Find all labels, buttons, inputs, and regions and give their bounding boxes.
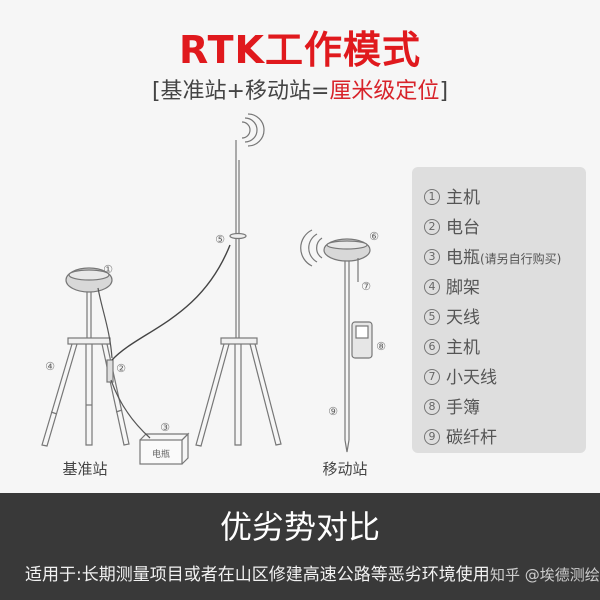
page-subtitle: [基准站+移动站=厘米级定位]	[0, 78, 600, 106]
battery-label: 电瓶	[152, 448, 170, 460]
callout-9: ⑨	[328, 405, 338, 418]
rtk-diagram: ① ② ③ ④ ⑤ ⑥ ⑦ ⑧ ⑨ 电瓶 基准站 移动站	[41, 113, 386, 478]
legend-note: (请另自行购买)	[480, 252, 562, 266]
base-receiver-icon	[65, 267, 113, 293]
subtitle-bracket-open: [	[151, 79, 161, 104]
callout-7: ⑦	[361, 280, 371, 293]
radio-icon	[106, 359, 114, 383]
callout-3: ③	[160, 421, 170, 434]
watermark: 知乎 @埃德测绘	[490, 566, 600, 584]
rover-label: 移动站	[322, 460, 367, 478]
footer-description: 适用于:长期测量项目或者在山区修建高速公路等恶劣环境使用	[25, 565, 490, 585]
footer-title: 优劣势对比	[219, 508, 380, 546]
base-tripod-icon	[41, 290, 130, 447]
subtitle-bracket-close: ]	[439, 79, 449, 104]
subtitle-prefix: 基准站+移动站=	[160, 79, 330, 104]
callout-5: ⑤	[215, 233, 225, 246]
subtitle-highlight: 厘米级定位	[329, 79, 440, 104]
callout-6: ⑥	[369, 230, 379, 243]
callout-4: ④	[45, 360, 55, 373]
footer-band: 优劣势对比 适用于:长期测量项目或者在山区修建高速公路等恶劣环境使用 知乎 @埃…	[0, 493, 600, 600]
battery-icon	[139, 432, 190, 465]
callout-1: ①	[103, 263, 113, 276]
rover-pole-icon	[300, 229, 373, 453]
callout-2: ②	[116, 362, 126, 375]
antenna-tripod-icon	[195, 113, 282, 447]
callout-8: ⑧	[376, 340, 386, 353]
base-station-label: 基准站	[62, 460, 107, 478]
page-title: RTK工作模式	[179, 28, 421, 72]
